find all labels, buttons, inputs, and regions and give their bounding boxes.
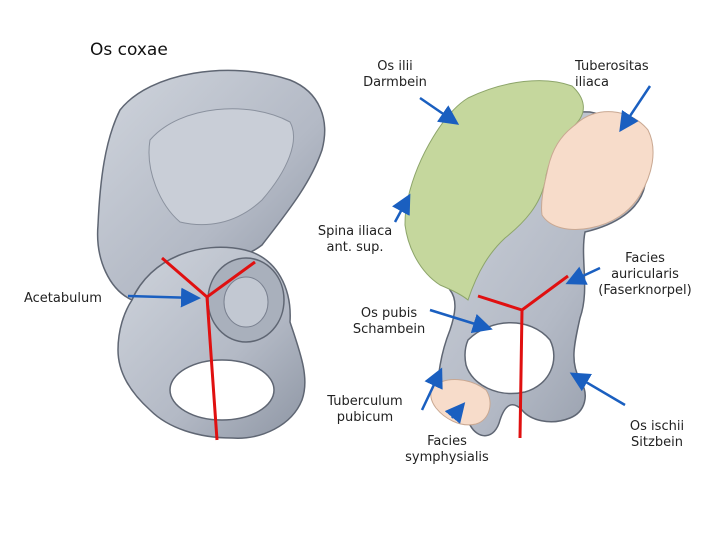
acetabulum-fossa: [224, 277, 268, 327]
arrow-os-ilii: [420, 98, 455, 122]
page-title: Os coxae: [90, 40, 168, 60]
left-hip-bone-image: [98, 70, 325, 440]
label-facies-auricularis: Facies auricularis (Faserknorpel): [585, 251, 705, 299]
label-acetabulum: Acetabulum: [24, 291, 102, 307]
label-facies-symphysialis: Facies symphysialis: [392, 434, 502, 466]
label-tuberculum-pubicum: Tuberculum pubicum: [310, 394, 420, 426]
label-os-ilii: Os ilii Darmbein: [340, 59, 450, 91]
label-os-ischii: Os ischii Sitzbein: [602, 419, 712, 451]
left-obturator-foramen: [170, 360, 274, 420]
facies-symphysialis-region: [431, 380, 490, 425]
label-spina-iliaca: Spina iliaca ant. sup.: [300, 224, 410, 256]
right-obturator-foramen: [465, 323, 554, 394]
label-os-pubis: Os pubis Schambein: [334, 306, 444, 338]
label-tuberositas-iliaca: Tuberositas iliaca: [575, 59, 685, 91]
